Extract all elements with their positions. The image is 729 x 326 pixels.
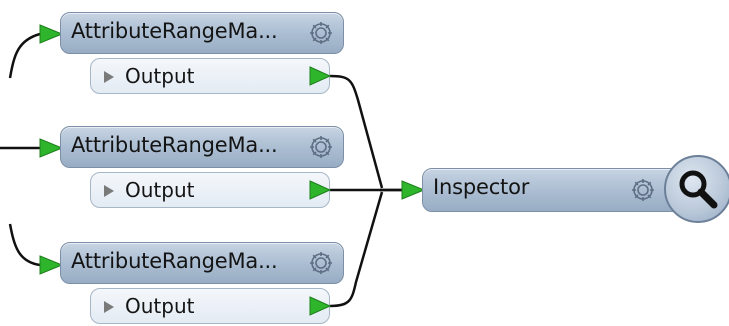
output-port-3[interactable]: Output bbox=[90, 288, 330, 324]
input-port-arrow-3 bbox=[39, 255, 64, 275]
transformer-title: AttributeRangeMa... bbox=[71, 133, 278, 157]
triangle-right-icon[interactable] bbox=[104, 185, 114, 197]
output-wire-1 bbox=[329, 74, 384, 189]
transformer-node-1[interactable]: AttributeRangeMa... bbox=[60, 12, 344, 54]
output-port-arrow-3[interactable] bbox=[308, 296, 332, 316]
gear-icon[interactable] bbox=[629, 176, 657, 204]
output-port-label: Output bbox=[125, 294, 195, 318]
transformer-title: AttributeRangeMa... bbox=[71, 249, 278, 273]
output-wire-3 bbox=[329, 191, 384, 308]
output-port-label: Output bbox=[125, 178, 195, 202]
gear-icon[interactable] bbox=[307, 249, 335, 277]
incoming-wire-1 bbox=[8, 32, 41, 79]
inspector-input-arrow bbox=[401, 180, 426, 200]
transformer-node-2[interactable]: AttributeRangeMa... bbox=[60, 126, 344, 168]
output-port-2[interactable]: Output bbox=[90, 172, 330, 208]
output-port-1[interactable]: Output bbox=[90, 58, 330, 94]
gear-icon[interactable] bbox=[307, 19, 335, 47]
triangle-right-icon[interactable] bbox=[104, 71, 114, 83]
transformer-node-3[interactable]: AttributeRangeMa... bbox=[60, 242, 344, 284]
inspector-node[interactable]: Inspector bbox=[422, 168, 684, 212]
incoming-wire-3 bbox=[8, 223, 41, 267]
input-port-arrow-2 bbox=[39, 138, 64, 158]
triangle-right-icon[interactable] bbox=[104, 301, 114, 313]
input-port-arrow-1 bbox=[39, 24, 64, 44]
inspect-button[interactable] bbox=[664, 155, 729, 223]
gear-icon[interactable] bbox=[307, 133, 335, 161]
output-port-arrow-1[interactable] bbox=[308, 66, 332, 86]
output-port-label: Output bbox=[125, 64, 195, 88]
inspector-title: Inspector bbox=[433, 175, 530, 199]
magnifier-icon bbox=[679, 170, 718, 209]
transformer-title: AttributeRangeMa... bbox=[71, 19, 278, 43]
output-port-arrow-2[interactable] bbox=[308, 180, 332, 200]
